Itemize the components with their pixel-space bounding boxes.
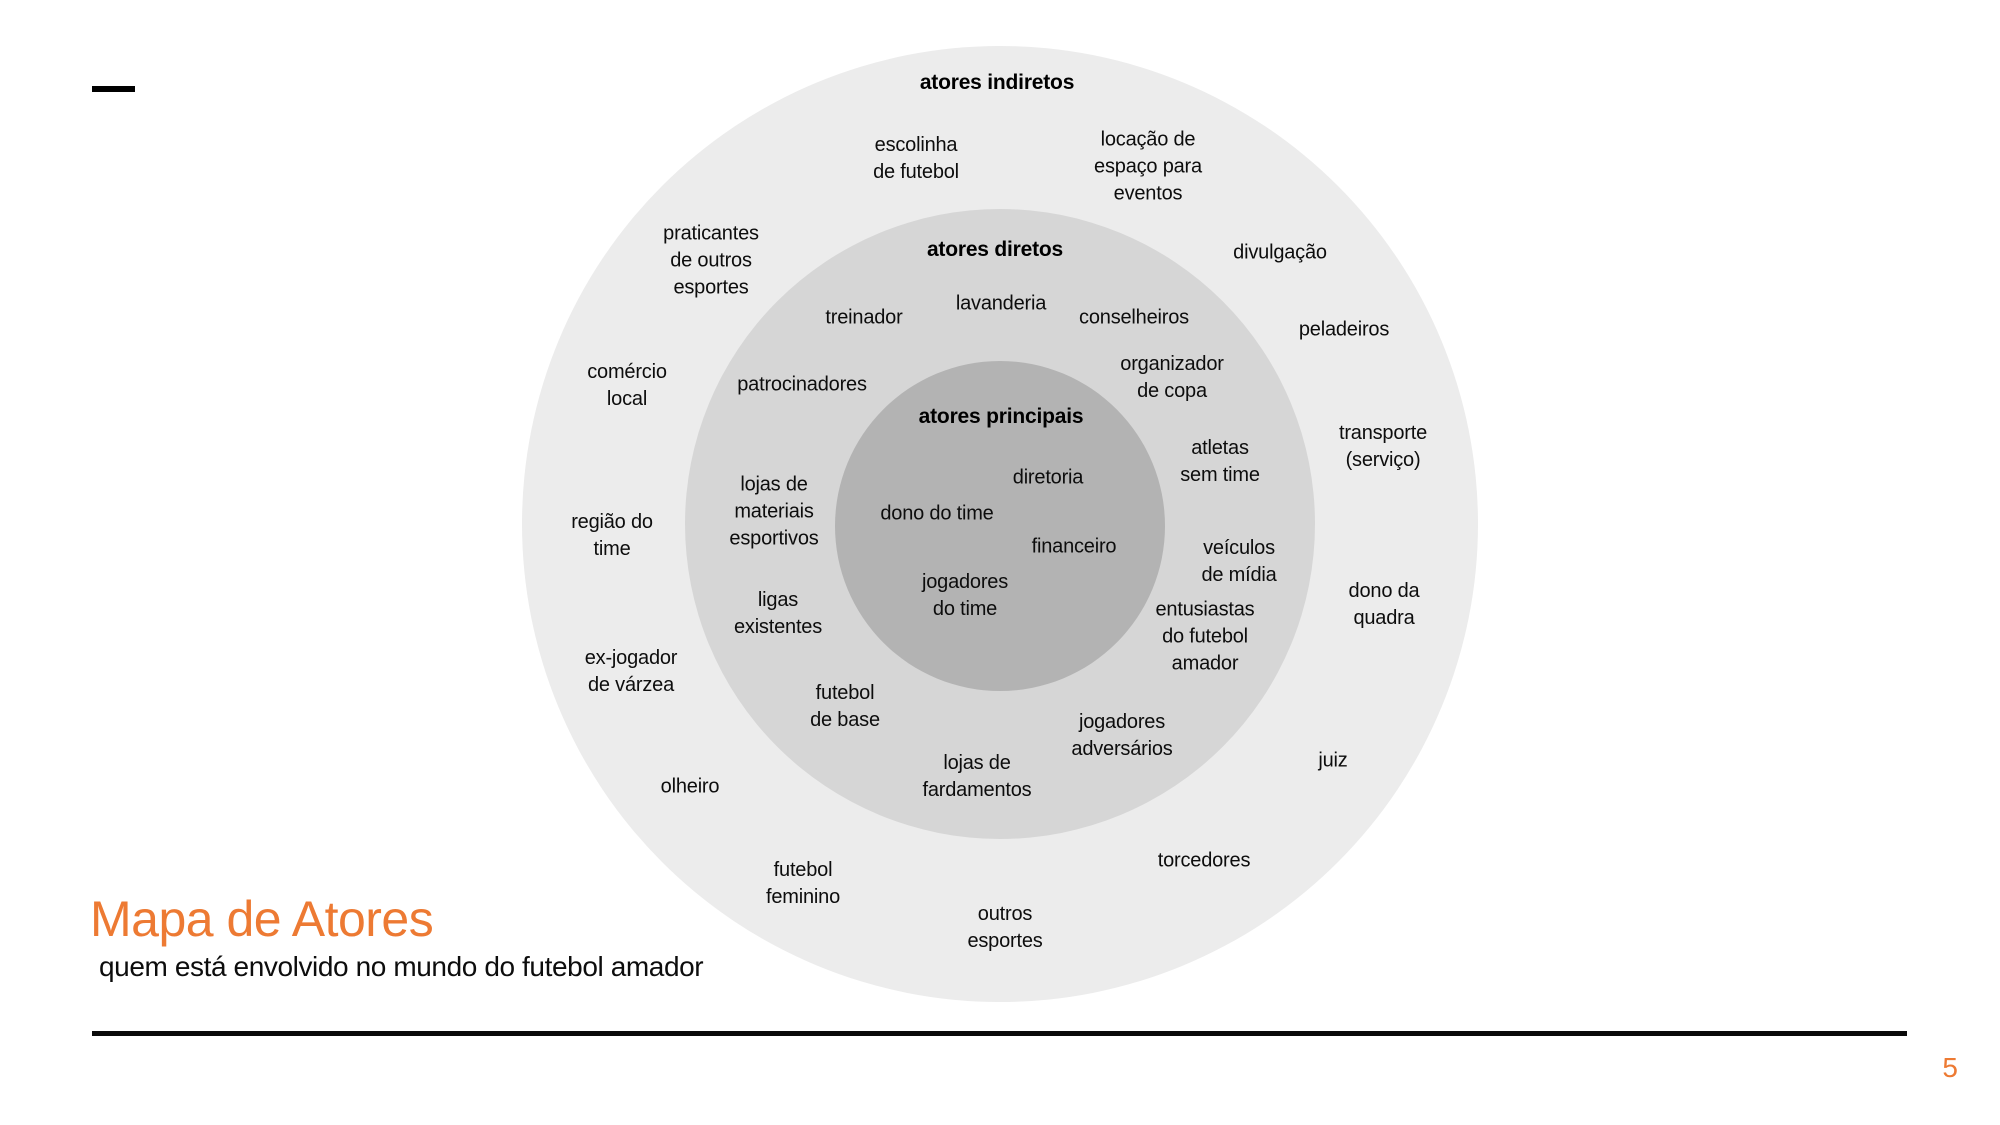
title-block: Mapa de Atores quem está envolvido no mu… — [90, 891, 704, 983]
actor-label-indiretos: praticantes de outros esportes — [663, 222, 759, 299]
actor-label-diretos: ligas existentes — [733, 589, 823, 638]
actor-label-diretos: lojas de fardamentos — [922, 752, 1032, 801]
actor-label-indiretos: região do time — [571, 511, 653, 560]
actor-label-diretos: conselheiros — [1079, 306, 1189, 329]
actor-label-diretos: treinador — [825, 306, 903, 329]
actor-label-principais: diretoria — [1012, 466, 1084, 489]
actor-label-diretos: lavanderia — [955, 292, 1047, 315]
actor-label-indiretos: torcedores — [1157, 849, 1251, 872]
actor-label-indiretos: locação de espaço para eventos — [1094, 128, 1202, 205]
actor-label-diretos: patrocinadores — [737, 373, 867, 396]
actor-label-principais: dono do time — [880, 502, 994, 525]
actor-label-diretos: entusiastas do futebol amador — [1155, 598, 1255, 675]
actor-label-diretos: veículos de mídia — [1201, 537, 1277, 586]
actor-label-indiretos: ex-jogador de várzea — [584, 647, 678, 696]
ring-title-indiretos: atores indiretos — [919, 71, 1075, 94]
actor-label-principais: financeiro — [1031, 535, 1117, 558]
actor-label-principais: jogadores do time — [921, 571, 1009, 620]
top-dash — [92, 86, 135, 92]
actor-label-indiretos: olheiro — [660, 775, 720, 798]
actor-label-diretos: organizador de copa — [1120, 353, 1224, 402]
actor-label-indiretos: outros esportes — [967, 903, 1043, 952]
ring-title-principais: atores principais — [918, 405, 1084, 428]
actor-label-indiretos: escolinha de futebol — [873, 134, 959, 183]
actor-label-indiretos: comércio local — [587, 361, 667, 410]
actor-label-indiretos: juiz — [1318, 749, 1348, 772]
principais-ring-circle — [835, 361, 1165, 691]
actor-label-indiretos: dono da quadra — [1348, 580, 1420, 629]
actor-label-indiretos: peladeiros — [1298, 318, 1390, 341]
bottom-rule — [92, 1031, 1907, 1036]
page-number: 5 — [1942, 1052, 1958, 1083]
actor-label-diretos: atletas sem time — [1180, 437, 1260, 486]
actor-label-indiretos: transporte (serviço) — [1338, 422, 1428, 471]
actor-label-diretos: futebol de base — [810, 682, 880, 731]
actor-label-diretos: lojas de materiais esportivos — [729, 473, 819, 550]
actor-label-diretos: jogadores adversários — [1071, 711, 1173, 760]
page-subtitle: quem está envolvido no mundo do futebol … — [99, 951, 704, 982]
ring-title-diretos: atores diretos — [926, 238, 1064, 261]
actor-label-indiretos: divulgação — [1233, 241, 1327, 264]
page-title: Mapa de Atores — [90, 891, 434, 947]
actor-label-indiretos: futebol feminino — [766, 859, 840, 908]
